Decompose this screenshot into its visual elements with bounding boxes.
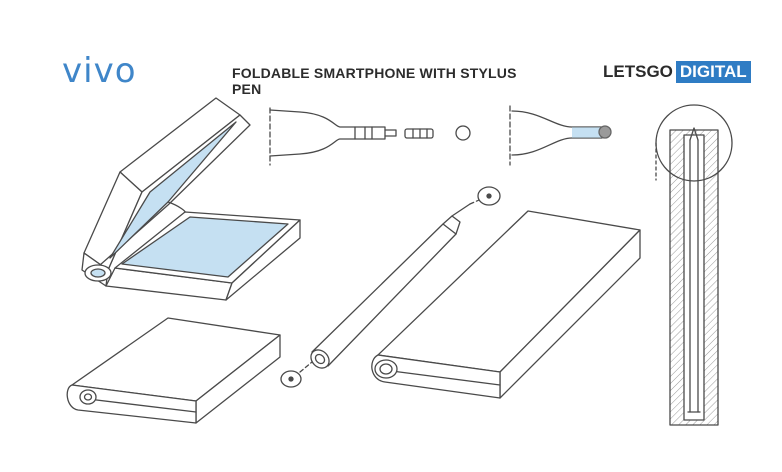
logo-part-digital: DIGITAL [675, 61, 751, 83]
open-foldable-phone [81, 97, 301, 301]
stylus-pen [280, 186, 501, 388]
stylus-detail-2 [509, 105, 612, 166]
cross-section [655, 104, 733, 426]
logo-part-letsgo: LETSGO [603, 62, 673, 81]
closed-phone-left [66, 317, 281, 424]
closed-phone-right [371, 210, 641, 399]
letsgodigital-logo: LETSGO DIGITAL [603, 61, 751, 83]
lower-screen [121, 216, 289, 278]
stylus-detail-1 [269, 107, 471, 166]
vivo-logo: vivo [62, 51, 137, 91]
header: vivo FOLDABLE SMARTPHONE WITH STYLUS PEN… [0, 0, 782, 100]
page-title: FOLDABLE SMARTPHONE WITH STYLUS PEN [232, 65, 517, 97]
